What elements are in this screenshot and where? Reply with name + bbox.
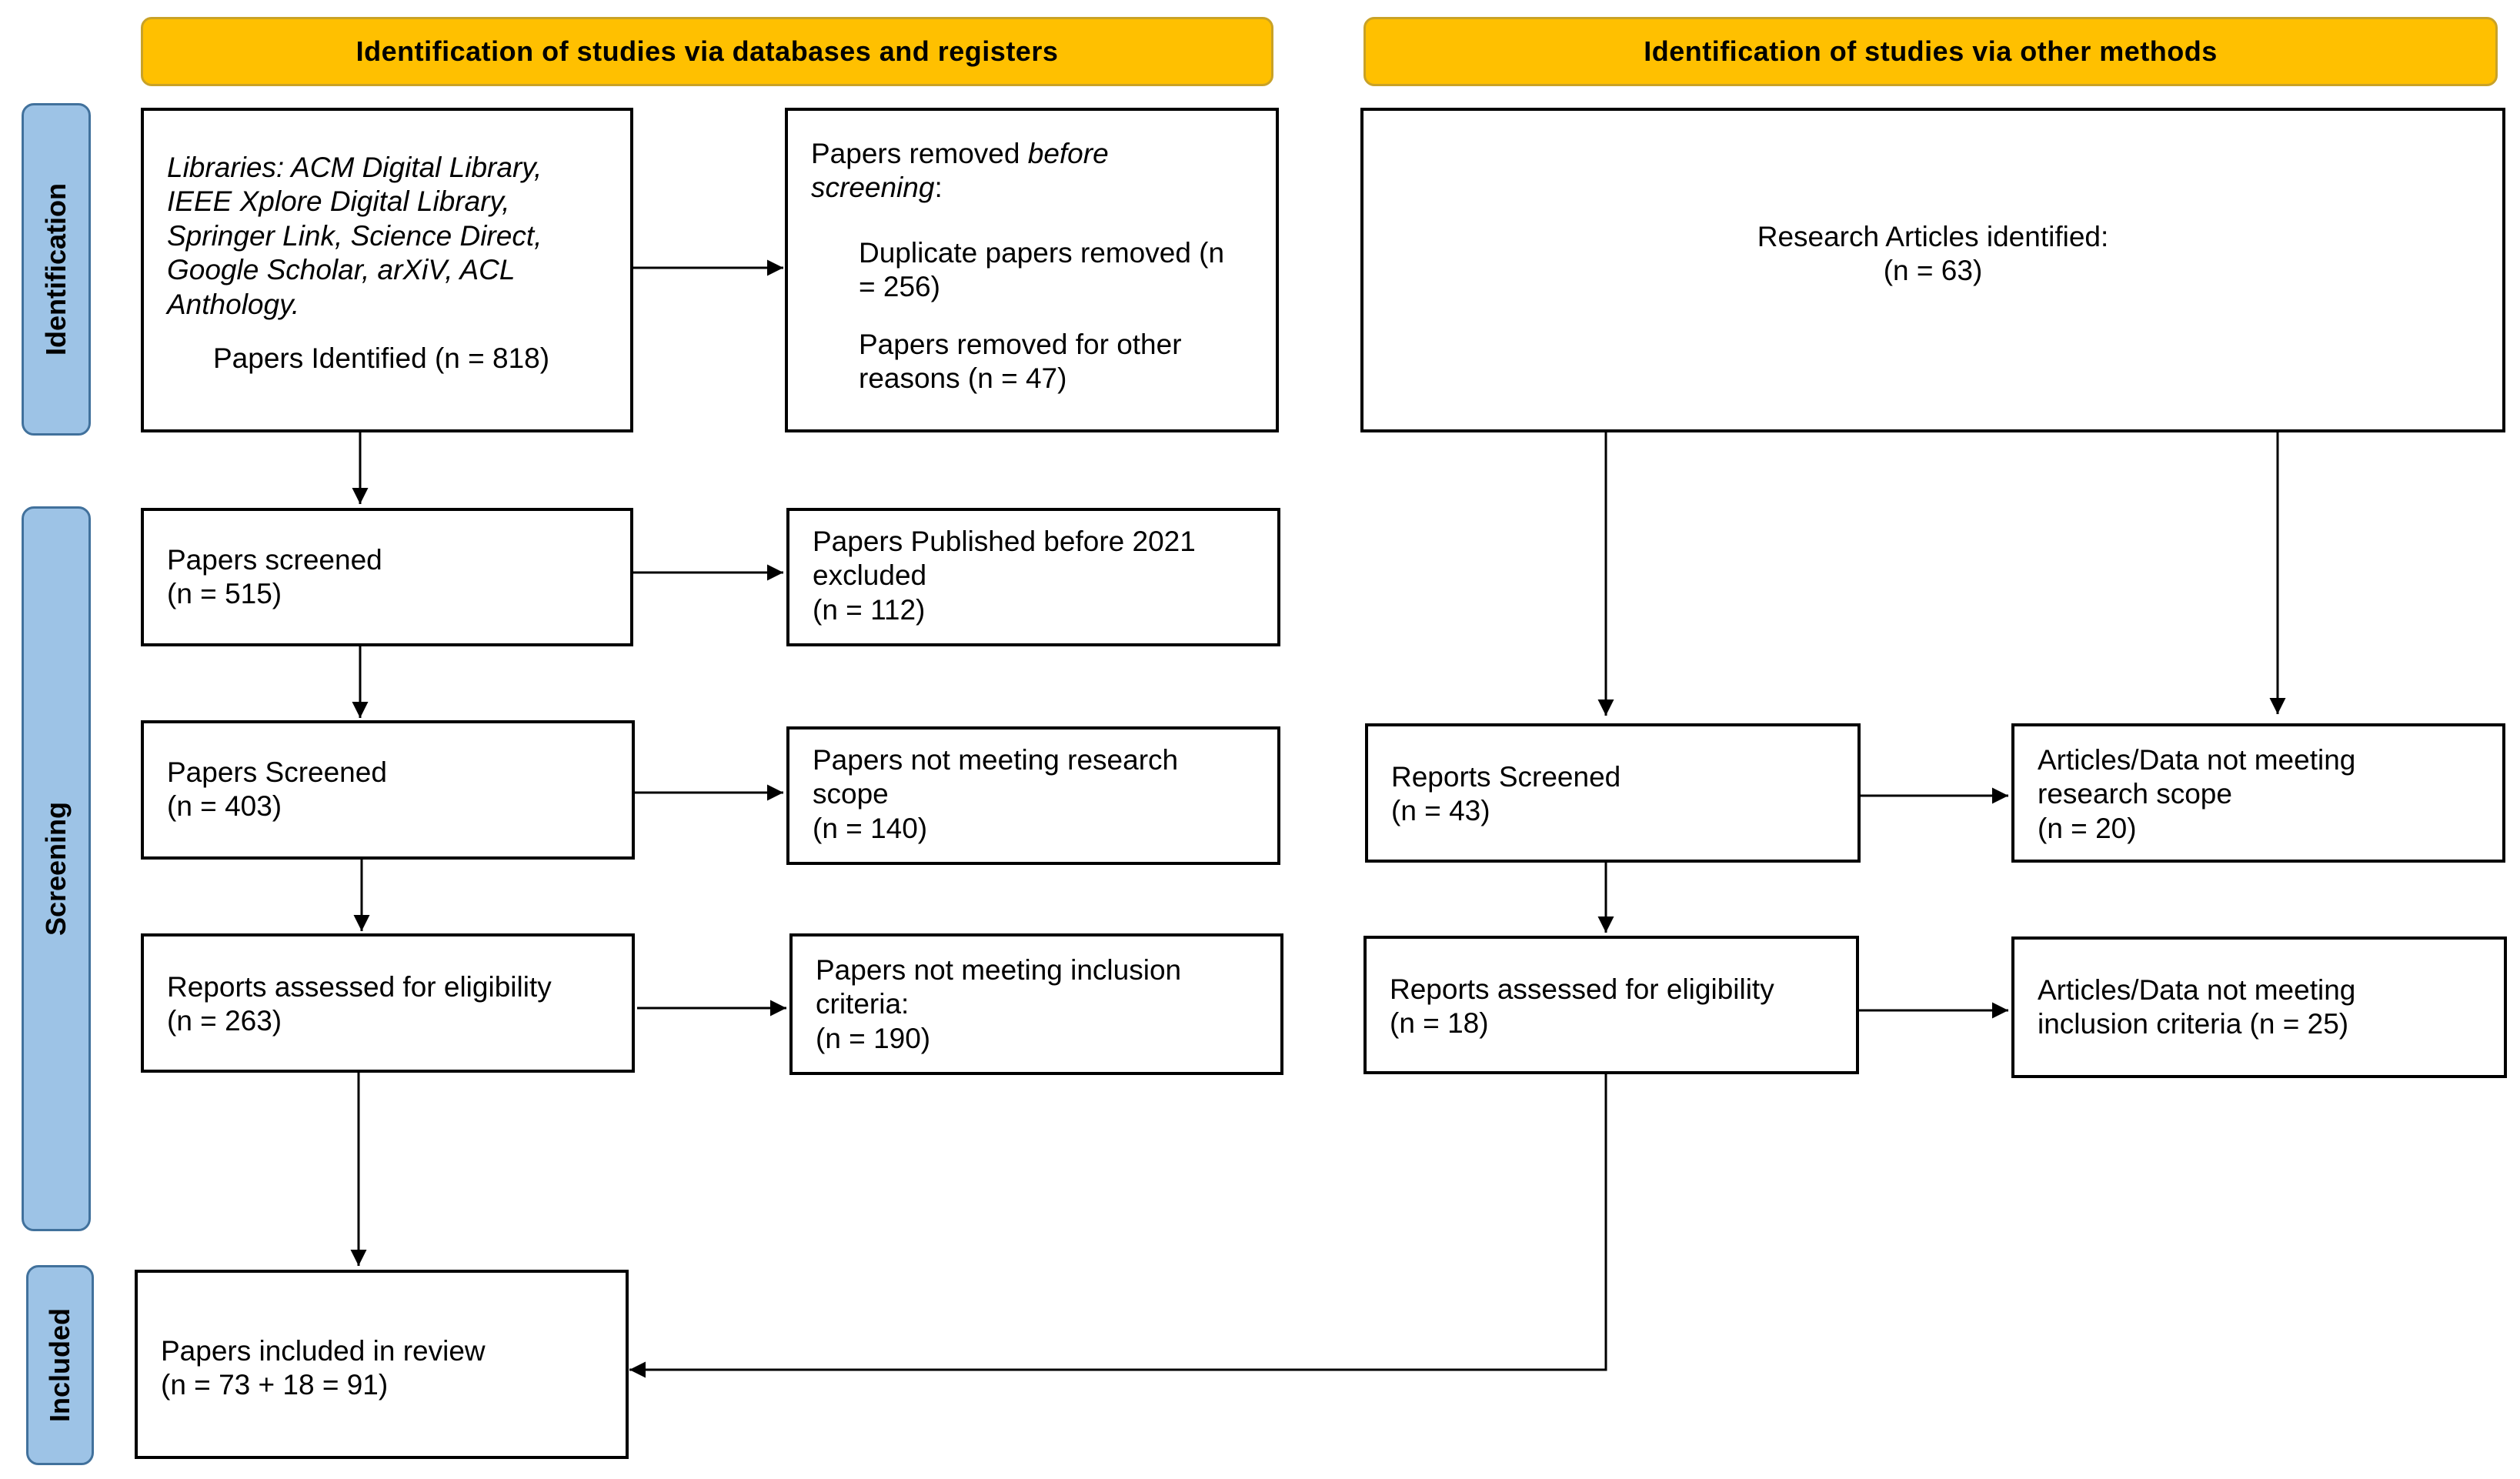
header-other-methods-label: Identification of studies via other meth… xyxy=(1644,35,2218,67)
duplicates-line: = 256) xyxy=(859,271,940,303)
libraries-list: Libraries: ACM Digital Library, IEEE Xpl… xyxy=(167,151,607,322)
excluded-before-2021-count: (n = 112) xyxy=(813,593,926,626)
excluded-before-2021-line1: Papers Published before 2021 xyxy=(813,526,1196,557)
reports-eligibility-box: Reports assessed for eligibility (n = 18… xyxy=(1363,936,1859,1074)
articles-research-scope-box: Articles/Data not meeting research scope… xyxy=(2011,723,2505,863)
libraries-line: Anthology. xyxy=(167,288,300,320)
removed-box: Papers removed before screening: Duplica… xyxy=(785,108,1279,432)
papers-screened-2-box: Papers Screened (n = 403) xyxy=(141,720,635,860)
duplicates-removed: Duplicate papers removed (n = 256) xyxy=(811,236,1253,305)
reports-eligibility-label: Reports assessed for eligibility xyxy=(1390,973,1774,1005)
articles-research-scope-line1: Articles/Data not meeting xyxy=(2038,744,2356,776)
papers-screened-count: (n = 515) xyxy=(167,578,282,610)
excluded-before-2021-box: Papers Published before 2021 excluded (n… xyxy=(786,508,1280,646)
articles-inclusion-criteria-line1: Articles/Data not meeting xyxy=(2038,974,2356,1006)
reports-eligibility-count: (n = 18) xyxy=(1390,1007,1489,1040)
arrow-right-eligibility-to-included xyxy=(629,1074,1607,1378)
excluded-inclusion-criteria-box: Papers not meeting inclusion criteria: (… xyxy=(789,933,1283,1075)
removed-intro-line2: screening: xyxy=(811,171,1253,205)
excluded-research-scope-line1: Papers not meeting research xyxy=(813,744,1179,776)
excluded-inclusion-criteria-count: (n = 190) xyxy=(816,1022,931,1054)
research-articles-box: Research Articles identified: (n = 63) xyxy=(1360,108,2505,432)
reports-screened-box: Reports Screened (n = 43) xyxy=(1365,723,1861,863)
papers-included-label: Papers included in review xyxy=(161,1335,486,1367)
research-articles-count: (n = 63) xyxy=(1883,255,1983,287)
header-other-methods: Identification of studies via other meth… xyxy=(1363,17,2498,86)
papers-included-box: Papers included in review (n = 73 + 18 =… xyxy=(135,1270,629,1459)
removed-intro-italic: before xyxy=(1027,138,1109,169)
reports-screened-count: (n = 43) xyxy=(1391,795,1490,827)
papers-screened-label: Papers screened xyxy=(167,544,382,576)
stage-identification: Identification xyxy=(22,103,91,436)
other-reasons-line: reasons (n = 47) xyxy=(859,362,1067,394)
papers-screened-2-label: Papers Screened xyxy=(167,756,387,788)
articles-research-scope-line2: research scope xyxy=(2038,778,2232,810)
libraries-line: Libraries: ACM Digital Library, xyxy=(167,152,542,183)
excluded-inclusion-criteria-line1: Papers not meeting inclusion xyxy=(816,954,1182,986)
research-articles-label: Research Articles identified: xyxy=(1757,221,2109,252)
articles-inclusion-criteria-line2: inclusion criteria (n = 25) xyxy=(2038,1008,2349,1040)
reports-screened-label: Reports Screened xyxy=(1391,761,1621,793)
excluded-research-scope-count: (n = 140) xyxy=(813,812,928,844)
sources-box: Libraries: ACM Digital Library, IEEE Xpl… xyxy=(141,108,633,432)
excluded-research-scope-line2: scope xyxy=(813,778,889,810)
other-reasons-line: Papers removed for other xyxy=(859,328,1182,360)
excluded-research-scope-box: Papers not meeting research scope (n = 1… xyxy=(786,726,1280,865)
removed-intro-screening: screening xyxy=(811,172,935,204)
papers-screened-box: Papers screened (n = 515) xyxy=(141,508,633,646)
papers-screened-2-count: (n = 403) xyxy=(167,790,282,823)
articles-inclusion-criteria-box: Articles/Data not meeting inclusion crit… xyxy=(2011,936,2507,1078)
libraries-line: Springer Link, Science Direct, xyxy=(167,219,542,252)
header-databases-label: Identification of studies via databases … xyxy=(355,35,1059,67)
articles-research-scope-count: (n = 20) xyxy=(2038,812,2137,844)
stage-screening: Screening xyxy=(22,506,91,1231)
eligibility-box: Reports assessed for eligibility (n = 26… xyxy=(141,933,635,1073)
eligibility-count: (n = 263) xyxy=(167,1005,282,1037)
removed-intro: Papers removed before xyxy=(811,137,1253,171)
stage-included: Included xyxy=(26,1265,94,1465)
excluded-before-2021-line2: excluded xyxy=(813,559,927,592)
libraries-line: IEEE Xplore Digital Library, xyxy=(167,185,510,218)
papers-identified: Papers Identified (n = 818) xyxy=(213,342,550,374)
other-reasons-removed: Papers removed for other reasons (n = 47… xyxy=(811,328,1253,396)
duplicates-line: Duplicate papers removed (n xyxy=(859,236,1225,269)
eligibility-label: Reports assessed for eligibility xyxy=(167,971,552,1003)
libraries-line: Google Scholar, arXiV, ACL xyxy=(167,254,516,286)
header-databases: Identification of studies via databases … xyxy=(141,17,1273,86)
removed-intro-plain: Papers removed xyxy=(811,138,1028,169)
papers-included-count: (n = 73 + 18 = 91) xyxy=(161,1369,389,1401)
removed-intro-colon: : xyxy=(934,172,943,204)
excluded-inclusion-criteria-line2: criteria: xyxy=(816,988,910,1020)
